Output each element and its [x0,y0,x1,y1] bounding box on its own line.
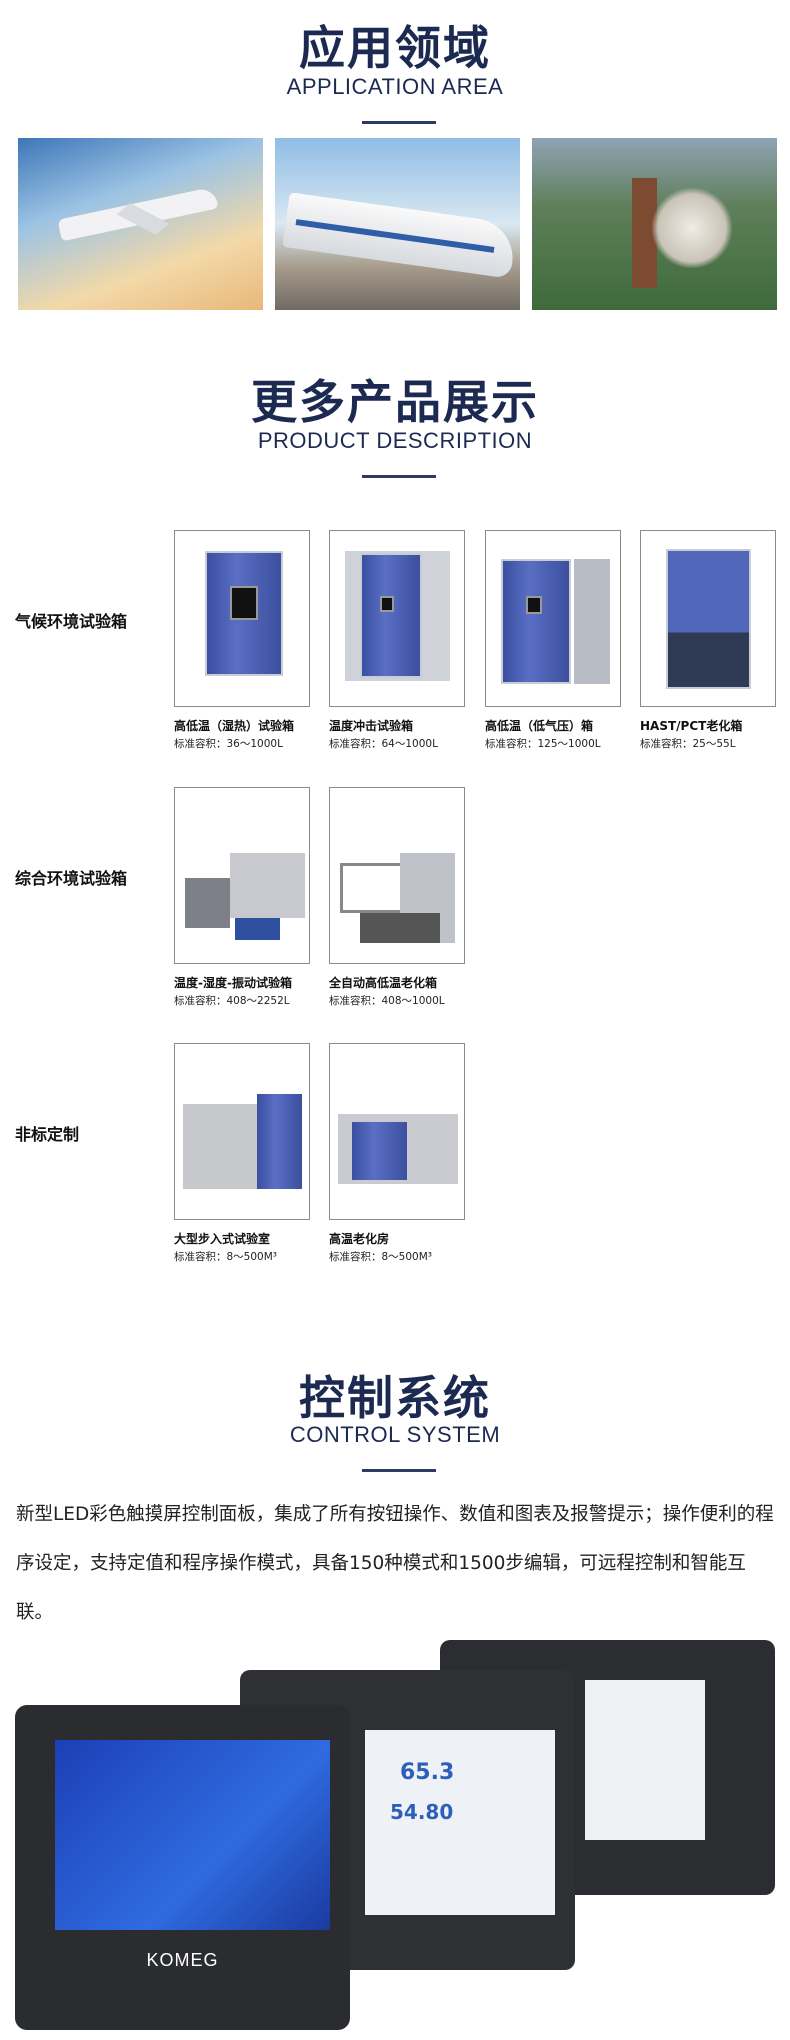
product-name[interactable]: 温度冲击试验箱 [329,719,414,733]
train-image [275,138,520,310]
product-name[interactable]: 大型步入式试验室 [174,1232,271,1246]
screen-humidity-value: 54.80 [390,1800,454,1824]
application-title: 应用领域 [299,21,491,75]
product-card[interactable] [329,787,465,964]
product-spec: 标准容积：25～55L [640,738,736,750]
product-card[interactable] [174,787,310,964]
divider [362,475,436,478]
product-spec: 标准容积：36～1000L [174,738,283,750]
product-card[interactable] [485,530,621,707]
control-subtitle: CONTROL SYSTEM [289,1422,501,1447]
rocket-launch-image [532,138,777,310]
product-spec: 标准容积：8～500M³ [329,1251,432,1263]
product-spec: 标准容积：125～1000L [485,738,601,750]
product-name[interactable]: 高低温（低气压）箱 [485,719,594,733]
category-combined: 综合环境试验箱 [15,869,128,888]
product-name[interactable]: 高温老化房 [329,1232,390,1246]
products-subtitle: PRODUCT DESCRIPTION [257,428,533,453]
product-name[interactable]: 高低温（湿热）试验箱 [174,719,295,733]
airplane-image [18,138,263,310]
product-name[interactable]: 温度-湿度-振动试验箱 [174,976,292,990]
screen-temp-value: 65.3 [400,1760,455,1785]
divider [362,121,436,124]
product-name[interactable]: HAST/PCT老化箱 [640,719,743,733]
products-title: 更多产品展示 [251,375,539,429]
product-card[interactable] [329,530,465,707]
divider [362,1469,436,1472]
category-climate: 气候环境试验箱 [15,612,128,631]
product-spec: 标准容积：408～1000L [329,995,445,1007]
product-spec: 标准容积：64～1000L [329,738,438,750]
product-card[interactable] [174,1043,310,1220]
application-subtitle: APPLICATION AREA [286,74,504,99]
product-spec: 标准容积：8～500M³ [174,1251,277,1263]
product-card[interactable] [329,1043,465,1220]
product-card[interactable] [174,530,310,707]
control-title: 控制系统 [299,1371,491,1425]
control-panels-image: 65.3 54.80 KOMEG [0,1630,790,2040]
category-custom: 非标定制 [15,1125,80,1144]
brand-logo: KOMEG [146,1950,219,1970]
product-name[interactable]: 全自动高低温老化箱 [329,976,438,990]
control-description: 新型LED彩色触摸屏控制面板，集成了所有按钮操作、数值和图表及报警提示；操作便利… [16,1504,774,1623]
product-spec: 标准容积：408～2252L [174,995,290,1007]
product-card[interactable] [640,530,776,707]
